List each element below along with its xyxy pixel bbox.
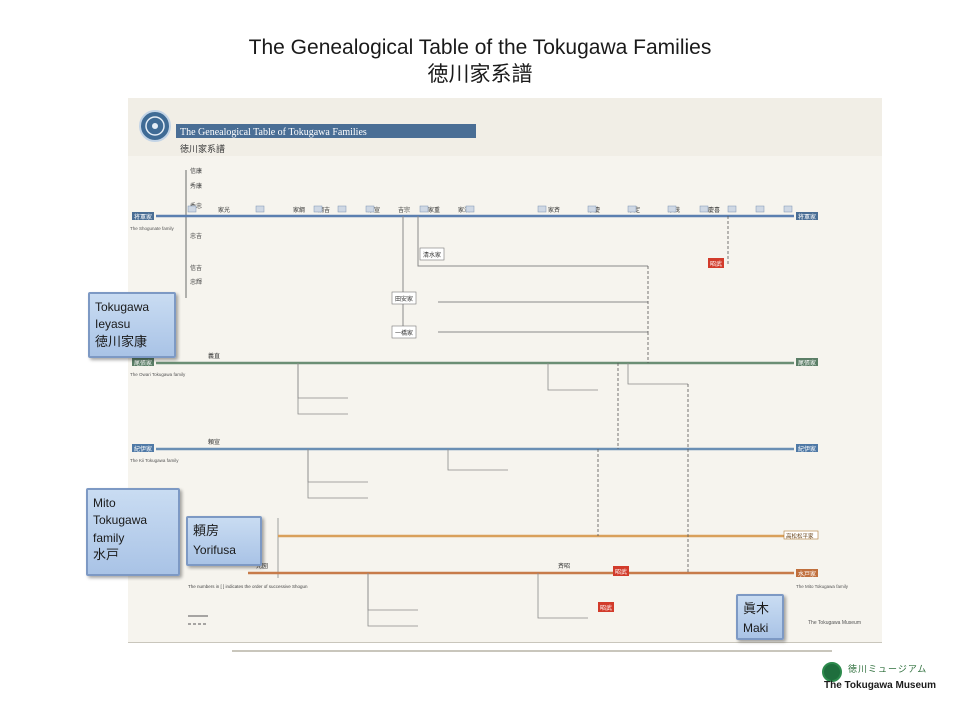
shogun-label-right-box <box>796 212 818 220</box>
akitake-box-lower <box>598 602 614 612</box>
owari-sub-branches <box>297 363 688 415</box>
slide-title: The Genealogical Table of the Tokugawa F… <box>0 34 960 89</box>
owari-label-left: 尾張家 <box>134 359 152 367</box>
chart-footer-line <box>232 650 832 652</box>
callout-ieyasu-en2: Ieyasu <box>95 317 131 332</box>
kii-sub-branches <box>307 449 508 499</box>
takamatsu-label: 高松松平家 <box>786 532 814 540</box>
callout-yorifusa: 頼房 Yorifusa <box>186 516 262 566</box>
shogun-number-markers <box>187 205 793 213</box>
kii-label-left: 紀伊家 <box>134 445 152 453</box>
shogun-yoshinobu: 慶喜 <box>708 206 720 214</box>
svg-text:信吉: 信吉 <box>190 264 202 272</box>
owari-yoshinao: 義直 <box>208 352 220 360</box>
chart-header-english: The Genealogical Table of Tokugawa Famil… <box>180 127 367 138</box>
callout-yorifusa-ja: 頼房 <box>193 524 220 539</box>
mito-label-right: 水戸家 <box>798 570 816 578</box>
callout-tokugawa-ieyasu: Tokugawa Ieyasu 徳川家康 <box>88 292 176 358</box>
takamatsu-label-box <box>783 530 819 540</box>
svg-text:忠吉: 忠吉 <box>190 232 202 240</box>
shogun-label-left: 将軍家 <box>134 213 152 221</box>
shimizu-label: 清水家 <box>423 251 441 259</box>
shogun-label-left-box <box>132 212 154 220</box>
shimizu-label-box <box>419 247 445 261</box>
mito-family-caption: The Mito Tokugawa family <box>796 584 849 589</box>
callout-mito-en3: family <box>93 530 125 545</box>
title-english: The Genealogical Table of the Tokugawa F… <box>248 36 712 59</box>
callout-maki-ja: 眞木 <box>743 602 770 617</box>
shogun-ietsuna: 家綱 <box>293 206 305 214</box>
adoption-dashed-lines <box>597 216 729 573</box>
shogun-label-right: 将軍家 <box>798 213 816 221</box>
callout-ieyasu-en1: Tokugawa <box>95 300 150 314</box>
museum-logo-ja: 徳川ミュージアム <box>848 665 928 675</box>
svg-text:忠輝: 忠輝 <box>190 278 202 286</box>
callout-mito-family: Mito Tokugawa family 水戸 <box>86 488 180 576</box>
museum-note: The Tokugawa Museum <box>808 620 861 626</box>
kii-label-right-box <box>796 444 818 452</box>
owari-family-caption: The Owari Tokugawa family <box>130 372 186 377</box>
tokugawa-museum-logo: 徳川ミュージアム The Tokugawa Museum <box>822 660 942 694</box>
owari-label-left-box <box>132 358 154 366</box>
callout-mito-ja: 水戸 <box>93 548 120 564</box>
callout-ieyasu-ja: 徳川家康 <box>95 334 148 350</box>
callout-maki: 眞木 Maki <box>736 594 784 640</box>
owari-label-right-box <box>796 358 818 366</box>
kii-family-caption: The Kii Tokugawa family <box>130 458 179 463</box>
shogun-yoshimune: 吉宗 <box>398 206 410 214</box>
akitake-label-mito: 昭武 <box>615 568 627 576</box>
early-sons-list: 信康 秀康 秀忠 忠吉 信吉 忠輝 <box>190 167 202 286</box>
hitotsubashi-label-box <box>391 325 417 339</box>
akitake-highlights: 昭武 昭武 昭武 <box>598 258 724 612</box>
aoi-crest-icon <box>139 110 171 142</box>
mito-label-right-box <box>796 569 818 577</box>
svg-text:秀康: 秀康 <box>190 182 202 190</box>
shogun-ieshige: 家重 <box>428 206 440 214</box>
chart-header-japanese: 徳川家系譜 <box>180 143 225 155</box>
mito-nariaki: 斉昭 <box>558 562 570 570</box>
legend: The numbers in [ ] indicates the order o… <box>188 584 308 625</box>
mito-sub-branches <box>367 573 588 627</box>
tayasu-label: 田安家 <box>395 295 413 303</box>
callout-mito-en2: Tokugawa <box>93 513 148 528</box>
kii-label-right: 紀伊家 <box>798 445 816 453</box>
shogun-iemitsu: 家光 <box>218 206 230 214</box>
akitake-label-lower: 昭武 <box>600 604 612 612</box>
callout-maki-en: Maki <box>743 620 769 635</box>
kii-label-left-box <box>132 444 154 452</box>
kii-yorinobu: 頼宣 <box>208 438 220 446</box>
hitotsubashi-label: 一橋家 <box>395 329 413 337</box>
callout-yorifusa-en: Yorifusa <box>193 542 236 557</box>
chart-header-bar <box>176 124 476 138</box>
callout-mito-en1: Mito <box>93 496 116 510</box>
legend-text: The numbers in [ ] indicates the order o… <box>188 584 308 589</box>
title-japanese: 徳川家系譜 <box>427 63 533 87</box>
shogun-ieharu: 家治 <box>458 206 470 214</box>
shogun-family-caption: The Shogunate family <box>130 226 175 231</box>
genealogy-diagram: The Genealogical Table of Tokugawa Famil… <box>128 98 882 627</box>
akitake-box-mito <box>613 566 629 576</box>
museum-crest-icon <box>822 662 842 682</box>
mito-mitsukuni: 光圀 <box>256 562 268 570</box>
gosankyo-branches <box>393 216 648 333</box>
shogun-ienari: 家斉 <box>548 206 560 214</box>
akitake-label-shimizu: 昭武 <box>710 260 722 268</box>
museum-logo-en: The Tokugawa Museum <box>824 680 937 691</box>
shogun-tsunayoshi: 綱吉 <box>318 206 330 214</box>
son-nobuyasu: 信康 <box>190 167 202 175</box>
akitake-box-shimizu <box>708 258 724 268</box>
tayasu-label-box <box>391 291 417 305</box>
owari-label-right: 尾張家 <box>798 359 816 367</box>
